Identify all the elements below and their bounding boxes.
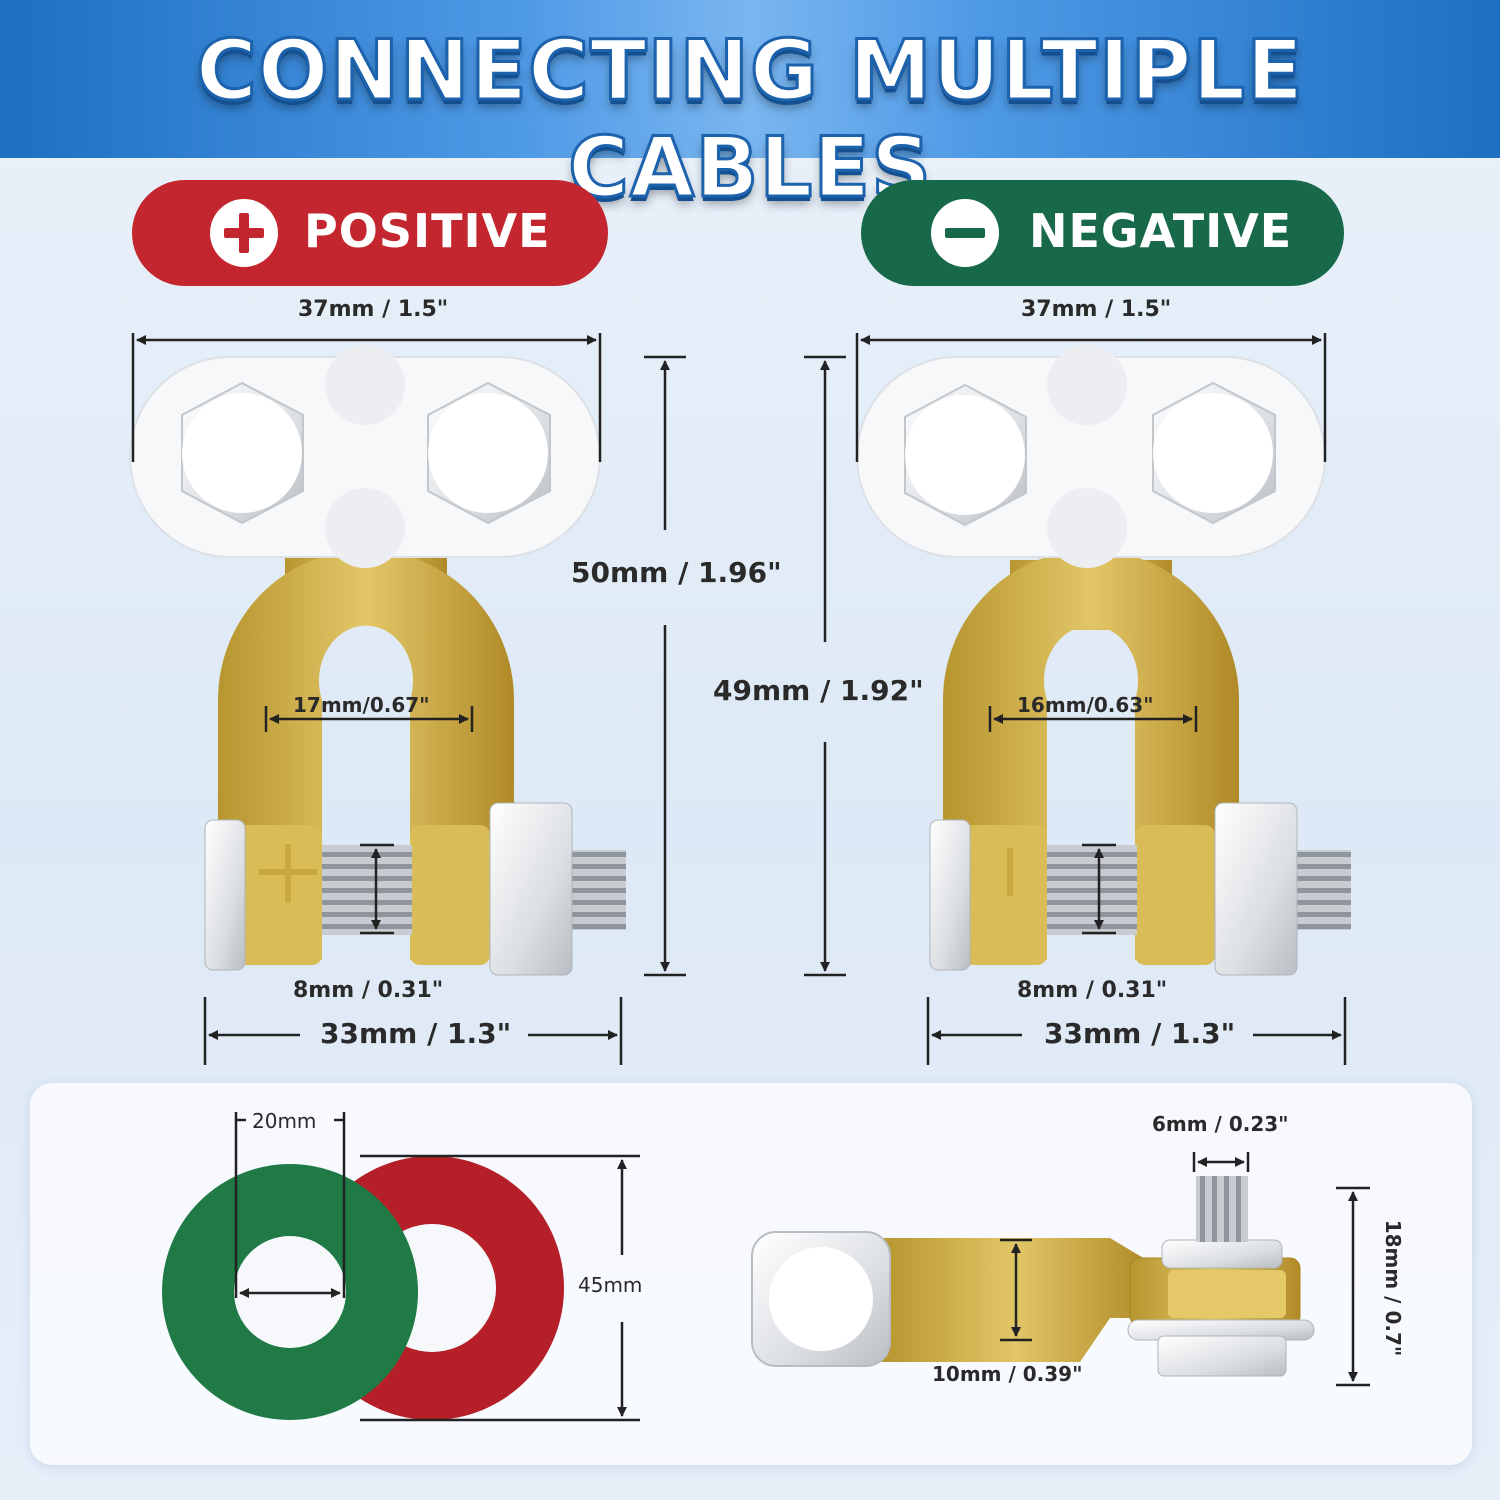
title-banner: CONNECTING MULTIPLE CABLES bbox=[0, 0, 1500, 218]
dimension-lines bbox=[131, 333, 1347, 1065]
positive-label: POSITIVE bbox=[304, 204, 551, 258]
washer-outer-label: 45mm bbox=[578, 1273, 643, 1297]
positive-width-label: 37mm / 1.5" bbox=[298, 297, 449, 322]
negative-base-width-label: 33mm / 1.3" bbox=[1044, 1017, 1236, 1050]
positive-badge: POSITIVE bbox=[132, 180, 608, 286]
negative-label: NEGATIVE bbox=[1029, 204, 1293, 258]
positive-height-label: 50mm / 1.96" bbox=[571, 556, 782, 589]
washer-pair bbox=[162, 1156, 564, 1420]
page-title: CONNECTING MULTIPLE CABLES bbox=[194, 21, 1305, 218]
negative-width-label: 37mm / 1.5" bbox=[1021, 297, 1172, 322]
plus-icon bbox=[210, 199, 278, 267]
negative-badge: NEGATIVE bbox=[861, 180, 1344, 286]
negative-bolt-label: 8mm / 0.31" bbox=[1017, 978, 1168, 1003]
negative-height-label: 49mm / 1.92" bbox=[713, 674, 924, 707]
positive-base-width-label: 33mm / 1.3" bbox=[320, 1017, 512, 1050]
stud-diameter-label: 6mm / 0.23" bbox=[1152, 1112, 1289, 1136]
washer-dimensions bbox=[234, 1112, 640, 1422]
negative-terminal bbox=[856, 345, 1351, 976]
clamp-thickness-label: 10mm / 0.39" bbox=[932, 1362, 1083, 1386]
washer-inner-label: 20mm bbox=[252, 1109, 317, 1133]
side-view-terminal bbox=[751, 1176, 1315, 1377]
positive-inner-diameter-label: 17mm/0.67" bbox=[293, 693, 430, 717]
side-view-dimensions bbox=[1000, 1152, 1370, 1387]
negative-inner-diameter-label: 16mm/0.63" bbox=[1017, 693, 1154, 717]
side-height-label: 18mm / 0.7" bbox=[1381, 1219, 1405, 1357]
minus-icon bbox=[931, 199, 999, 267]
positive-bolt-label: 8mm / 0.31" bbox=[293, 978, 444, 1003]
positive-terminal bbox=[129, 345, 626, 976]
